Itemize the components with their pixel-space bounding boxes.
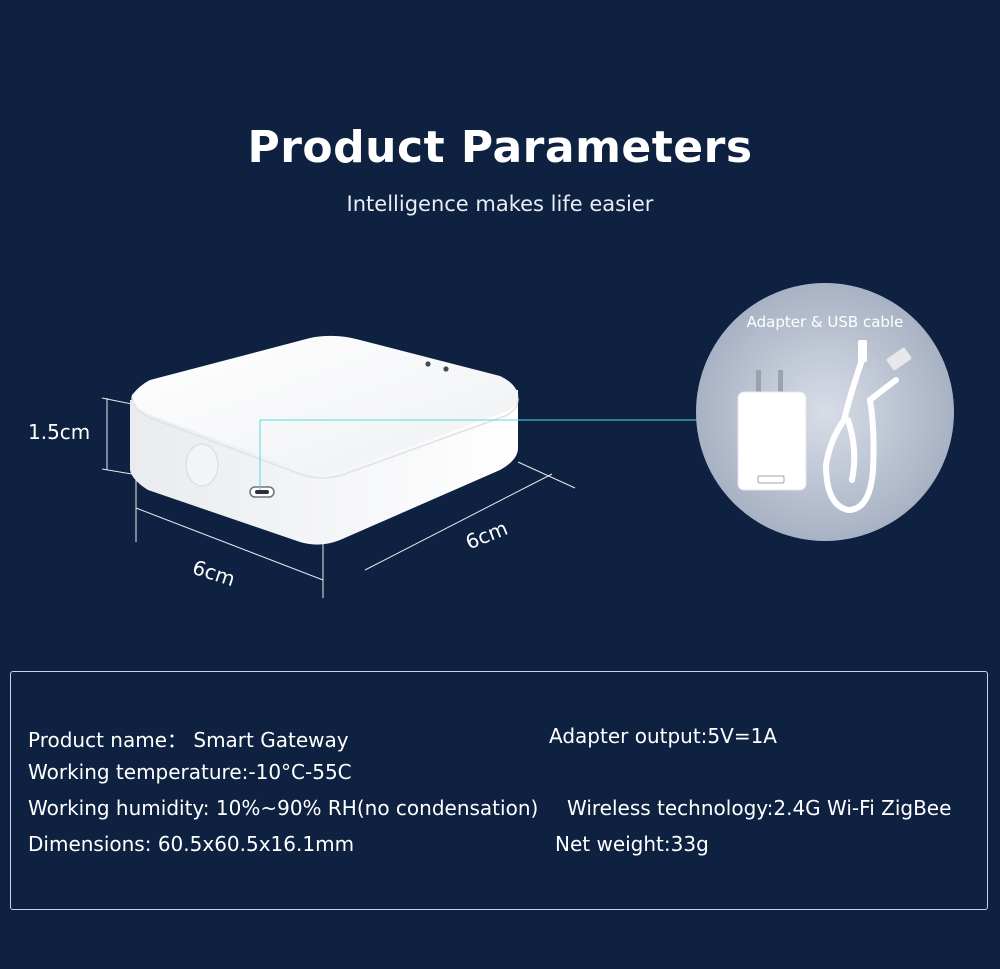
pointer-line (259, 419, 697, 490)
spec-dimensions: Dimensions: 60.5x60.5x16.1mm (28, 832, 355, 856)
spec-adapter-output: Adapter output:5V=1A (549, 724, 777, 748)
page-subtitle: Intelligence makes life easier (346, 192, 654, 216)
accessories-label: Adapter & USB cable (746, 313, 904, 331)
spec-net-weight: Net weight:33g (555, 832, 709, 856)
usb-cable-icon (822, 357, 899, 514)
parameters-panel: Product name： Smart Gateway Adapter outp… (10, 671, 988, 910)
spec-working-humidity: Working humidity: 10%~90% RH(no condensa… (28, 796, 539, 820)
spec-row: Product name： Smart Gateway (28, 724, 349, 753)
spec-working-temperature: Working temperature:-10°C-55C (28, 760, 352, 784)
spec-product-name: Product name： Smart Gateway (28, 728, 349, 752)
page-title: Product Parameters (247, 122, 753, 173)
spec-row: Working humidity: 10%~90% RH(no condensa… (28, 796, 538, 820)
dimension-lines (101, 397, 576, 598)
spec-row: Dimensions: 60.5x60.5x16.1mm (28, 832, 354, 856)
dimension-height-label: 1.5cm (28, 420, 91, 444)
product-illustration (101, 283, 954, 598)
adapter-icon (737, 370, 807, 491)
gateway-device (130, 335, 519, 545)
spec-wireless-technology: Wireless technology:2.4G Wi-Fi ZigBee (567, 796, 952, 820)
spec-row: Working temperature:-10°C-55C (28, 760, 352, 784)
accessories-bubble (696, 283, 954, 541)
